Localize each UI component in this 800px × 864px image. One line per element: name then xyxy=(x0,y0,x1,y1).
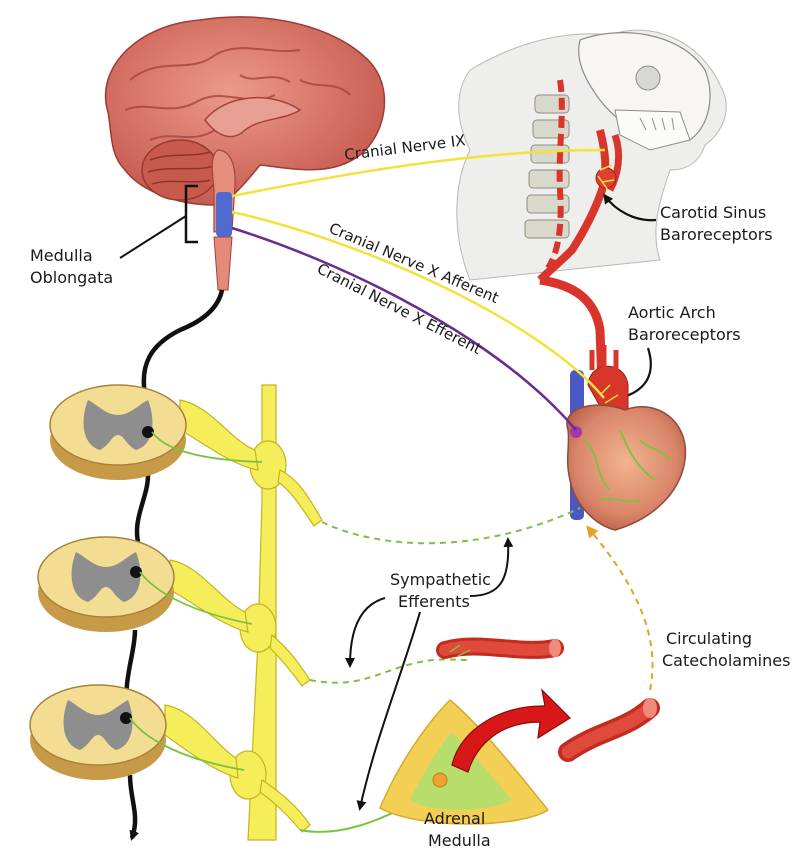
sympathetic-arrow-adrenal xyxy=(356,611,421,811)
cardiac-sympathetic-fibers xyxy=(584,429,671,503)
medulla-oblongata-highlight xyxy=(216,192,232,237)
sympathetic-arrow-heart xyxy=(469,537,514,597)
spinal-segment-2 xyxy=(37,536,175,632)
medulla-pointer-line xyxy=(119,215,187,259)
vagal-terminal xyxy=(570,426,582,438)
sympathetic-arrow-vessel xyxy=(345,597,386,668)
aortic-label-1: Aortic Arch xyxy=(628,303,716,322)
common-carotid-to-aorta xyxy=(539,275,607,386)
cranial-nerve-ix xyxy=(231,148,606,198)
cardiac-efferent-dashed xyxy=(321,507,581,545)
carotid-artery xyxy=(537,129,610,283)
blood-vessel-2 xyxy=(558,698,660,762)
medulla-bracket xyxy=(184,184,198,244)
circulating-catecholamines-path xyxy=(586,525,654,691)
heart xyxy=(566,345,687,531)
spinal-segment-1 xyxy=(49,384,187,480)
descending-tract-exit-arrow xyxy=(127,774,140,841)
spinal-segment-3 xyxy=(29,684,167,780)
descending-tract-1 xyxy=(141,289,225,413)
cranial-nerve-x-afferent xyxy=(231,210,605,399)
adrenal-label-2: Medulla xyxy=(428,831,491,850)
circ-label-1: Circulating xyxy=(666,629,752,648)
blood-vessel-1 xyxy=(436,637,564,659)
vascular-efferent-dashed xyxy=(309,658,471,684)
sympathetic-label-1: Sympathetic xyxy=(390,570,491,589)
cranial-nerve-x-efferent xyxy=(231,226,577,431)
brain xyxy=(104,16,386,291)
carotid-arrow xyxy=(603,193,657,222)
catecholamine-release-arrow xyxy=(451,688,571,773)
medulla-label-1: Medulla xyxy=(30,246,93,265)
aortic-label-2: Baroreceptors xyxy=(628,325,741,344)
adrenal-label-1: Adrenal xyxy=(424,809,485,828)
circ-label-2: Catecholamines xyxy=(662,651,790,670)
vertebral-artery xyxy=(545,79,565,270)
head-and-neck xyxy=(456,29,727,283)
sympathetic-chain xyxy=(164,384,323,841)
carotid-label-2: Baroreceptors xyxy=(660,225,773,244)
sympathetic-label-2: Efferents xyxy=(398,592,470,611)
medulla-label-2: Oblongata xyxy=(30,268,113,287)
carotid-label-1: Carotid Sinus xyxy=(660,203,766,222)
